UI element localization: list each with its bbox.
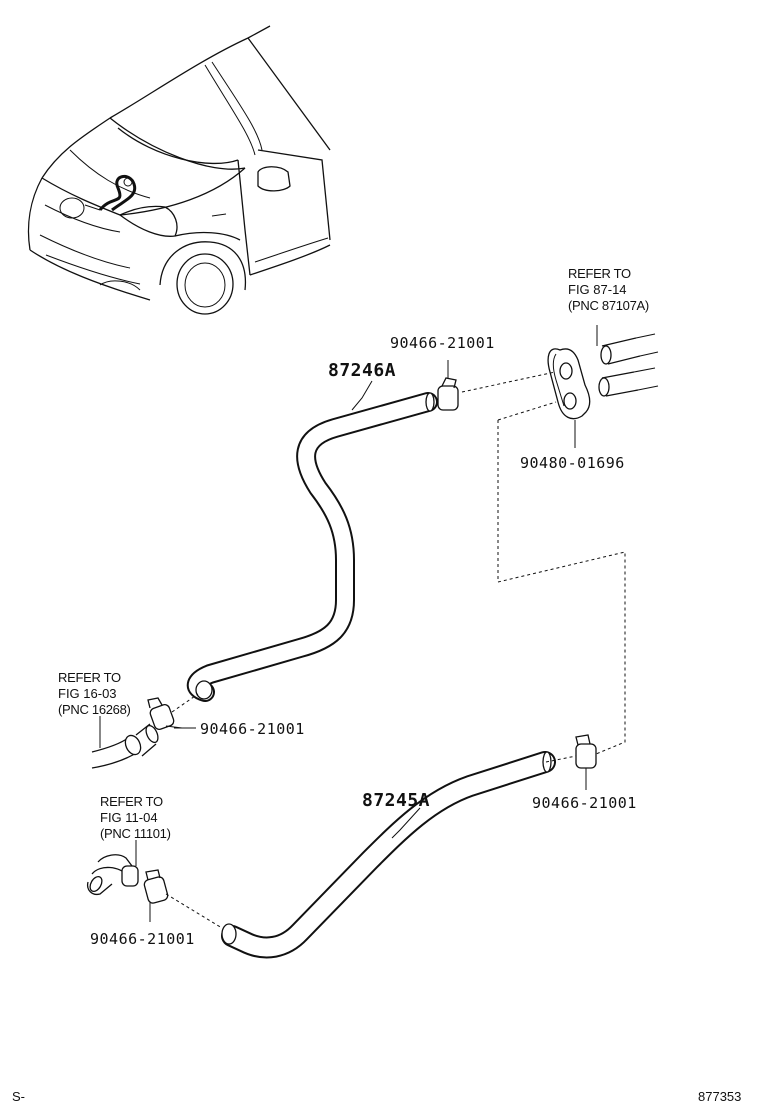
label-clip-bottom-left: 90466-21001	[90, 930, 195, 948]
hose-87245a-drawing	[221, 751, 556, 959]
clip-mid-left-drawing	[147, 697, 183, 730]
ref-heater-valve-line3: (PNC 87107A)	[568, 298, 649, 313]
grommet-drawing	[547, 348, 591, 448]
vehicle-illustration	[27, 25, 331, 315]
label-clip-top: 90466-21001	[390, 334, 495, 352]
water-inlet-pipe-drawing	[86, 840, 139, 896]
hose-87246a-drawing	[186, 392, 438, 702]
ref-water-outlet-line3: (PNC 16268)	[58, 702, 131, 717]
ref-water-inlet-line2: FIG 11-04	[100, 810, 158, 825]
clip-top-drawing	[437, 360, 459, 411]
ref-water-outlet-line2: FIG 16-03	[58, 686, 117, 701]
ref-water-inlet: REFER TO FIG 11-04 (PNC 11101)	[100, 794, 171, 842]
label-grommet: 90480-01696	[520, 454, 625, 472]
label-clip-right: 90466-21001	[532, 794, 637, 812]
footer-left-mark: S-	[12, 1089, 25, 1104]
heater-pipes-drawing	[596, 325, 659, 397]
ref-heater-valve-line1: REFER TO	[568, 266, 631, 281]
leader-lines	[174, 380, 421, 839]
label-hose-87246a: 87246A	[328, 360, 397, 381]
ref-heater-valve: REFER TO FIG 87-14 (PNC 87107A)	[568, 266, 649, 314]
label-clip-mid-left: 90466-21001	[200, 720, 305, 738]
ref-water-inlet-line1: REFER TO	[100, 794, 163, 809]
label-hose-87245a: 87245A	[362, 790, 431, 811]
connection-lines	[165, 371, 626, 929]
illustration-number: 877353	[698, 1089, 742, 1104]
ref-heater-valve-line2: FIG 87-14	[568, 282, 627, 297]
clip-bottom-left-drawing	[143, 869, 169, 922]
ref-water-outlet-line1: REFER TO	[58, 670, 121, 685]
ref-water-inlet-line3: (PNC 11101)	[100, 826, 171, 841]
clip-right-drawing	[575, 734, 597, 790]
ref-water-outlet: REFER TO FIG 16-03 (PNC 16268)	[58, 670, 131, 718]
water-outlet-pipe-drawing	[91, 716, 159, 769]
